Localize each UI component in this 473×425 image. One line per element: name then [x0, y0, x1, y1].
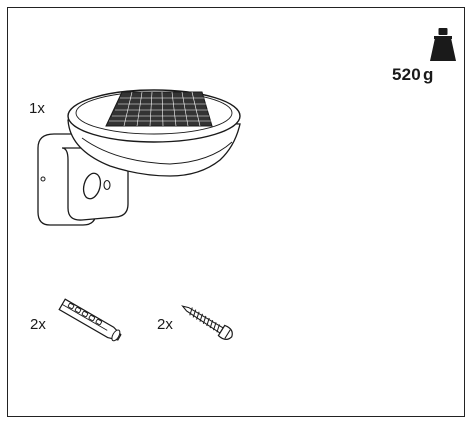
screw-illustration — [181, 305, 233, 340]
screw-qty-label: 2x — [157, 316, 173, 333]
parts-frame — [7, 7, 465, 417]
plug-qty-label: 2x — [30, 316, 46, 333]
wall-plug-illustration — [58, 298, 122, 342]
solar-lamp-illustration — [37, 89, 241, 226]
weight-unit: g — [422, 65, 434, 84]
weight-value: 520 — [392, 65, 421, 84]
weight-icon — [430, 28, 456, 61]
lamp-qty-label: 1x — [29, 100, 45, 117]
